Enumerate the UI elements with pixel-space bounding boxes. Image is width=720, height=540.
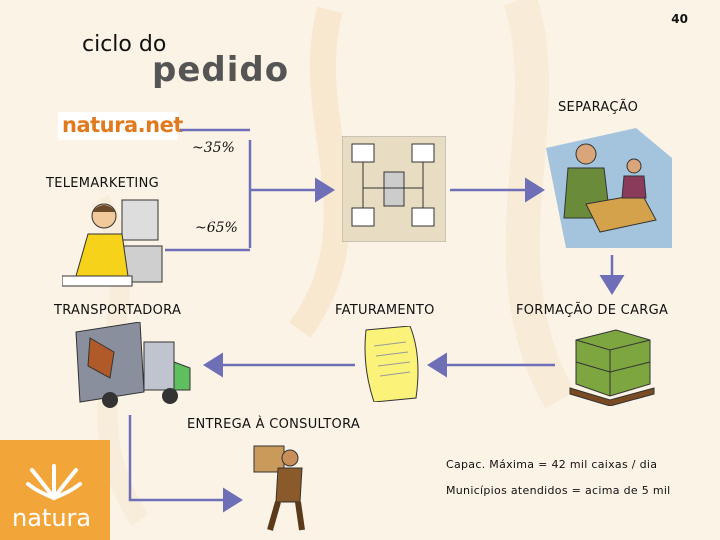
natura-net-logo: natura.net bbox=[58, 112, 183, 140]
truck-icon bbox=[75, 322, 191, 408]
faturamento-label: FATURAMENTO bbox=[335, 303, 435, 318]
web-share: ~35% bbox=[192, 140, 235, 156]
warehouse-workers-icon bbox=[546, 128, 672, 248]
pallet-boxes-icon bbox=[569, 329, 655, 406]
page-number: 40 bbox=[671, 12, 688, 26]
delivery-man-icon bbox=[253, 445, 305, 531]
entrega-label: ENTREGA À CONSULTORA bbox=[187, 417, 361, 432]
formacao-carga-label: FORMAÇÃO DE CARGA bbox=[516, 303, 669, 318]
invoice-icon bbox=[364, 326, 419, 402]
title-line-1: ciclo do bbox=[82, 32, 167, 57]
telemarketing-operator-icon bbox=[62, 199, 163, 287]
separacao-label: SEPARAÇÃO bbox=[558, 100, 639, 115]
computer-network-icon bbox=[342, 136, 446, 242]
telemarketing-share: ~65% bbox=[195, 220, 238, 236]
natura-flower-icon bbox=[26, 464, 82, 500]
arrow-to-entrega bbox=[128, 415, 243, 513]
municipios-note: Municípios atendidos = acima de 5 mil bbox=[446, 484, 671, 497]
title-line-2: pedido bbox=[152, 50, 290, 90]
transportadora-label: TRANSPORTADORA bbox=[54, 303, 182, 318]
telemarketing-label: TELEMARKETING bbox=[46, 176, 159, 191]
natura-logo: natura bbox=[12, 504, 92, 532]
capacity-note: Capac. Máxima = 42 mil caixas / dia bbox=[446, 458, 658, 471]
natura-net-logo-text: natura.net bbox=[62, 113, 183, 137]
